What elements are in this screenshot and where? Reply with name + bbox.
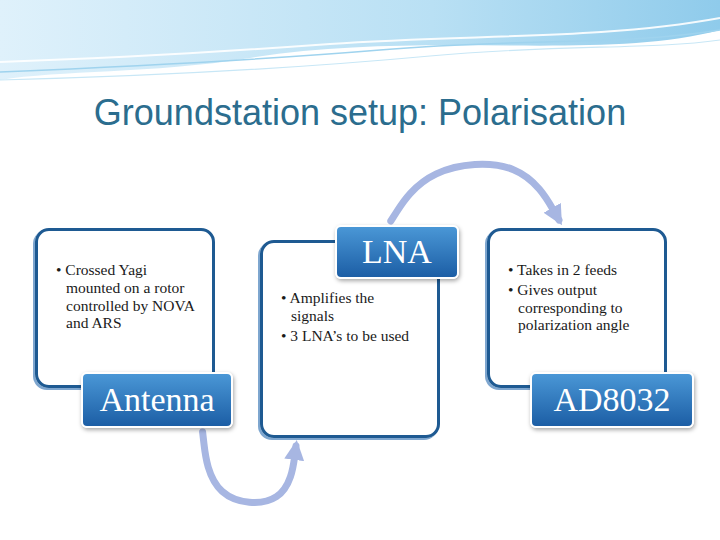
bullet-text: • Gives output corresponding to polariza…: [508, 281, 646, 334]
bullet-text: • Takes in 2 feeds: [508, 261, 646, 279]
tab-label: Antenna: [99, 381, 214, 418]
tab-box: AD8032: [530, 372, 694, 428]
tab-label: AD8032: [553, 381, 670, 418]
slide-title: Groundstation setup: Polarisation: [0, 92, 720, 134]
wave-band: [0, 0, 720, 80]
info-panel: • Takes in 2 feeds • Gives output corresp…: [487, 228, 667, 388]
bullet-text: • 3 LNA’s to be used: [281, 327, 419, 345]
info-panel: • Crossed Yagi mounted on a rotor contro…: [35, 228, 215, 388]
tab-box: LNA: [335, 225, 459, 279]
wave-line: [0, 40, 720, 80]
curved-arrow: [391, 164, 559, 221]
bullet-text: • Amplifies the signals: [281, 289, 419, 325]
tab-label: LNA: [362, 233, 432, 270]
tab-box: Antenna: [81, 372, 233, 428]
info-panel: • Amplifies the signals • 3 LNA’s to be u…: [260, 240, 440, 438]
curved-arrow: [203, 432, 296, 502]
bullet-text: • Crossed Yagi mounted on a rotor contro…: [56, 261, 194, 332]
wave-line: [0, 30, 720, 72]
